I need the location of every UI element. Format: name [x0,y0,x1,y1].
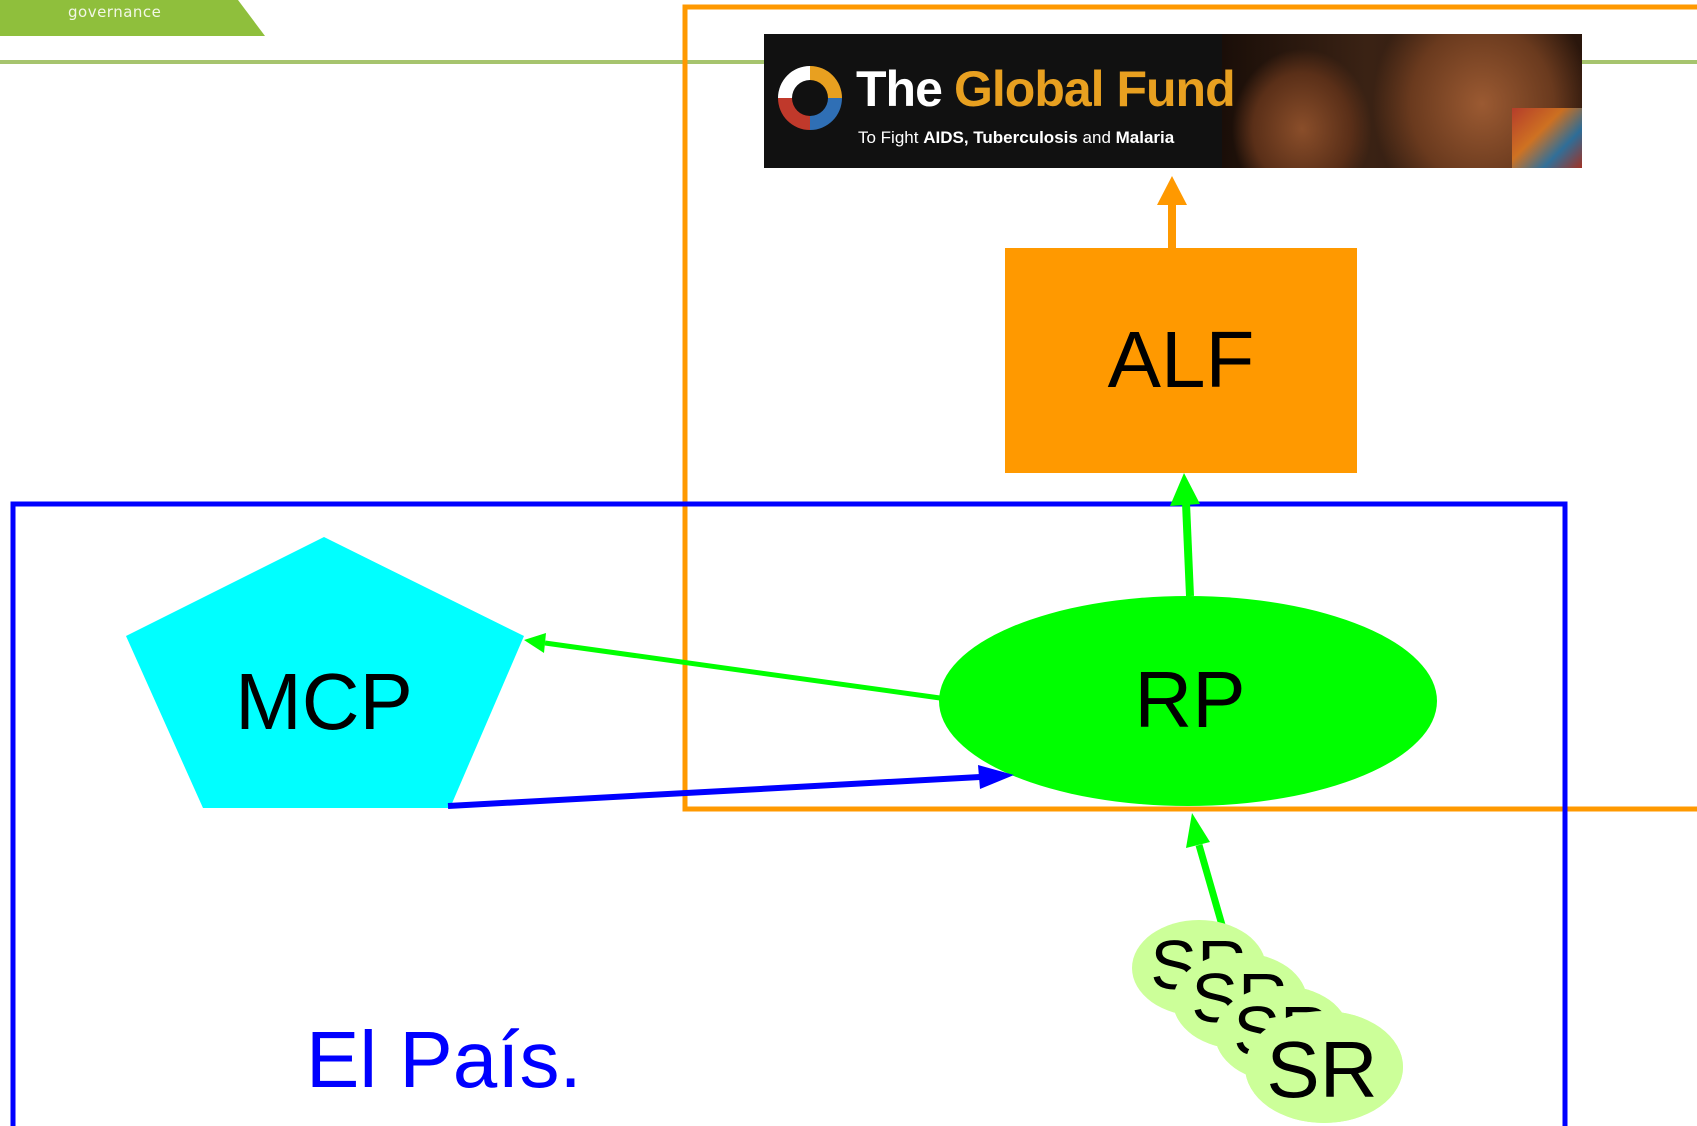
corner-logo-text: governance [68,3,162,21]
rp-node [939,596,1437,806]
subtitle-part: , [963,128,974,147]
sr-mask-4 [1245,1011,1403,1123]
sr-to-rp-arrowhead [1186,813,1210,848]
global-fund-logo-icon [778,66,842,130]
rp-to-alf-arrow [1182,502,1194,597]
mcp-to-rp-arrow [447,774,981,809]
global-fund-banner: The Global Fund To Fight AIDS, Tuberculo… [764,34,1582,168]
country-label: El País. [306,1015,582,1104]
sr-to-rp-arrow [1195,844,1226,926]
subtitle-part-aids: AIDS [923,128,964,147]
subtitle-part-malaria: Malaria [1115,128,1175,147]
alf-to-fund-arrowhead [1157,176,1187,205]
alf-node [1005,248,1357,473]
mcp-label: MCP [235,657,413,746]
banner-subtitle: To Fight AIDS, Tuberculosis and Malaria [858,128,1174,148]
banner-title-the: The [856,61,943,117]
banner-photo-scarf [1512,108,1582,168]
mcp-node [126,537,524,808]
corner-logo: governance [0,0,265,36]
country-region-border [10,501,1568,1126]
subtitle-part: To Fight [858,128,924,147]
sr-label-4: SR [1266,1025,1378,1114]
rp-to-mcp-arrowhead [524,633,546,653]
banner-title-global-fund: Global Fund [954,61,1236,117]
alf-label: ALF [1107,315,1255,404]
mcp-to-rp-arrowhead [978,765,1014,789]
fund-region-border [682,4,1697,812]
subtitle-part: and [1077,128,1116,147]
rp-label: RP [1134,655,1246,744]
subtitle-part-tuberculosis: Tuberculosis [973,128,1078,147]
rp-to-alf-arrowhead [1170,473,1200,506]
rp-to-mcp-arrow [544,640,941,701]
